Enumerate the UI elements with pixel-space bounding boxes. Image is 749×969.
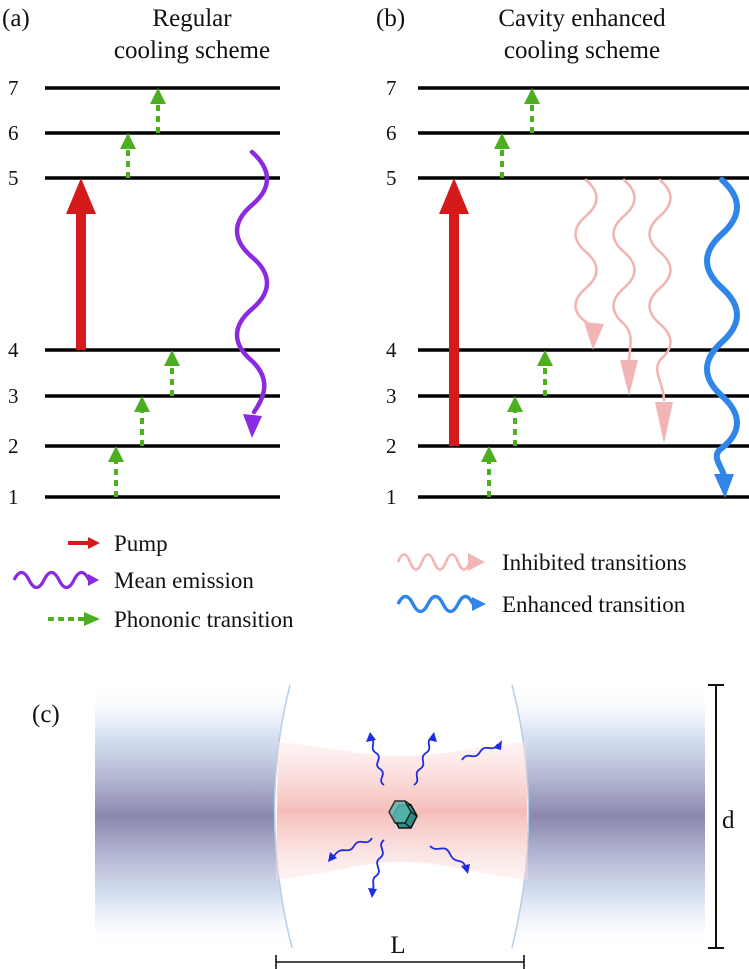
legend-enhanced-swatch bbox=[396, 594, 486, 614]
panel-b-level-label-5: 5 bbox=[386, 166, 397, 190]
panel-c-tag: (c) bbox=[32, 701, 60, 728]
panel-a-level-label-1: 1 bbox=[8, 485, 19, 509]
panel-a-level-label-5: 5 bbox=[8, 166, 19, 190]
panel-a-tag: (a) bbox=[2, 5, 30, 32]
inhibited-5-3 bbox=[612, 178, 636, 362]
legend-inhibited-label: Inhibited transitions bbox=[502, 550, 687, 575]
panel-b-level-label-2: 2 bbox=[386, 434, 397, 458]
panel-b-pump-arrow bbox=[439, 178, 469, 446]
panel-c: (c) bbox=[32, 684, 735, 969]
panel-a-phononic-heads bbox=[108, 88, 180, 462]
legend-phononic-swatch bbox=[48, 612, 100, 626]
panel-a-level-labels: 7 6 5 4 3 2 1 bbox=[8, 76, 19, 509]
panel-b-level-label-7: 7 bbox=[386, 76, 397, 100]
panel-b-tag: (b) bbox=[376, 5, 405, 32]
panel-b-inhibited-transitions bbox=[574, 178, 672, 402]
photon-right bbox=[461, 743, 499, 761]
panel-a: (a) Regular cooling scheme 7 6 5 4 3 2 1 bbox=[2, 5, 280, 509]
photon-heads bbox=[328, 732, 502, 898]
photon-up-right bbox=[413, 737, 433, 786]
inhibited-5-4 bbox=[574, 178, 598, 330]
legend-a: Pump Mean emission Phononic transition bbox=[12, 531, 294, 632]
panel-a-pump-arrow bbox=[66, 178, 96, 350]
panel-b: (b) Cavity enhanced cooling scheme 7 6 5… bbox=[376, 5, 749, 509]
legend-mean-emission-swatch bbox=[12, 570, 99, 590]
legend-phononic-label: Phononic transition bbox=[114, 607, 294, 632]
length-label: L bbox=[390, 932, 405, 959]
inhibited-5-2 bbox=[648, 178, 672, 402]
photon-down bbox=[371, 839, 385, 891]
legend-pump-swatch bbox=[68, 537, 100, 549]
panel-b-phononic-transitions bbox=[487, 102, 547, 497]
photon-down-right bbox=[429, 845, 467, 869]
panel-b-level-labels: 7 6 5 4 3 2 1 bbox=[386, 76, 397, 509]
left-mirror bbox=[95, 685, 292, 948]
diameter-label: d bbox=[722, 807, 735, 834]
panel-a-level-label-7: 7 bbox=[8, 76, 19, 100]
panel-a-level-label-3: 3 bbox=[8, 384, 19, 408]
legend-b: Inhibited transitions Enhanced transitio… bbox=[396, 550, 687, 617]
panel-a-title-line1: Regular bbox=[152, 5, 232, 32]
photon-up bbox=[369, 737, 385, 786]
panel-b-energy-levels bbox=[418, 86, 749, 499]
panel-b-level-label-6: 6 bbox=[386, 121, 397, 145]
panel-b-title-line1: Cavity enhanced bbox=[498, 5, 666, 32]
panel-b-level-label-1: 1 bbox=[386, 485, 397, 509]
panel-b-level-label-3: 3 bbox=[386, 384, 397, 408]
legend-mean-emission-label: Mean emission bbox=[114, 568, 254, 593]
diameter-dimension bbox=[708, 684, 724, 949]
panel-a-mean-emission bbox=[234, 149, 270, 438]
panel-b-enhanced-transition bbox=[704, 177, 740, 498]
right-mirror-edge bbox=[511, 684, 530, 949]
legend-enhanced-label: Enhanced transition bbox=[502, 592, 686, 617]
panel-a-level-label-2: 2 bbox=[8, 434, 19, 458]
right-mirror bbox=[512, 685, 705, 948]
panel-b-inhibited-heads bbox=[584, 322, 673, 444]
left-mirror-edge bbox=[273, 684, 293, 949]
panel-a-level-label-6: 6 bbox=[8, 121, 19, 145]
legend-pump-label: Pump bbox=[114, 531, 168, 556]
length-dimension bbox=[275, 955, 525, 969]
panel-b-level-label-4: 4 bbox=[386, 338, 397, 362]
panel-a-phononic-transitions bbox=[114, 102, 174, 497]
trapped-particle bbox=[388, 800, 418, 829]
scattered-photons bbox=[333, 737, 499, 891]
panel-a-title-line2: cooling scheme bbox=[114, 37, 270, 64]
legend-inhibited-swatch bbox=[396, 553, 485, 571]
panel-b-phononic-heads bbox=[481, 88, 553, 462]
panel-b-title-line2: cooling scheme bbox=[504, 37, 660, 64]
panel-a-level-label-4: 4 bbox=[8, 338, 19, 362]
photon-left bbox=[333, 837, 373, 857]
